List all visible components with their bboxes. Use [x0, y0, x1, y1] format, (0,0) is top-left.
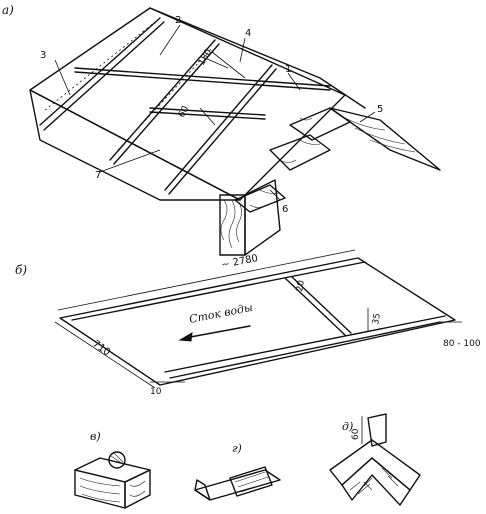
- rafters: [219, 107, 441, 256]
- dim-length-line: [57, 249, 356, 311]
- callout-3: 3: [40, 50, 46, 61]
- callout-1: 1: [285, 64, 291, 75]
- cross-rib-b: [291, 276, 352, 334]
- seam-3b: [43, 21, 165, 131]
- panel-v-label: в): [90, 430, 101, 443]
- panel-a-roof-section: 180 60 а) 3 2 4 1 5 6 7: [2, 3, 441, 256]
- ridge-clip: [367, 413, 387, 447]
- water-flow-label: Сток воды: [188, 301, 254, 326]
- fold-hatch: [234, 471, 272, 493]
- ridge-cap: [329, 439, 421, 491]
- roof-plane-left: [29, 7, 346, 201]
- callout-5: 5: [377, 104, 383, 115]
- dim-length-label: ~ 2780: [220, 253, 258, 271]
- block-front: [74, 469, 126, 509]
- panel-b-label: б): [15, 263, 27, 277]
- leader-3: [54, 59, 71, 96]
- dim-60-label: 60: [177, 104, 192, 119]
- top-fold: [71, 261, 366, 321]
- block-side: [124, 469, 151, 509]
- seam-3: [39, 17, 161, 126]
- callout-7: 7: [95, 170, 101, 181]
- clamp-roll: [108, 451, 126, 469]
- panel-b-sheet: б) Сток воды ~ 2780 710 20 35 80 - 100 1…: [15, 249, 481, 397]
- dim-180-label: 180: [197, 47, 214, 67]
- dim-60-d-label: 60: [351, 428, 361, 440]
- callout-4: 4: [245, 28, 251, 39]
- flow-arrowhead: [178, 332, 193, 342]
- dim-10-label: 10: [150, 387, 162, 397]
- flow-arrow-line: [184, 325, 251, 339]
- seam-2b: [113, 43, 220, 165]
- leader-2: [159, 24, 181, 56]
- block-grain: [79, 477, 146, 503]
- cross-seam-mid-b: [149, 111, 266, 120]
- ribbing-2: [117, 47, 213, 151]
- dim-width-label: 710: [90, 338, 112, 358]
- seam-2: [109, 39, 216, 161]
- ridge-hatch: [349, 467, 399, 495]
- ridge-line: [149, 7, 366, 109]
- seam-7b: [168, 68, 277, 195]
- bottom-fold: [164, 315, 446, 373]
- cross-seam-top-b: [74, 71, 331, 91]
- callout-6: 6: [282, 204, 288, 215]
- sheet-outline: [59, 257, 456, 386]
- roof-eave: [29, 89, 241, 201]
- ridge-body: [341, 457, 411, 506]
- leader-5: [359, 111, 376, 123]
- panel-d-ridge: д) 60: [329, 413, 421, 506]
- fold-end: [194, 479, 211, 501]
- dim-180: 180: [197, 47, 246, 79]
- cross-seam-top: [74, 67, 331, 87]
- panel-d-label: д): [342, 420, 353, 433]
- bottom-fold-b: [169, 321, 441, 379]
- callout-2: 2: [175, 15, 181, 26]
- seam-7: [164, 64, 273, 191]
- dim-20-label: 20: [295, 279, 307, 292]
- cross-seam-mid: [149, 107, 266, 116]
- leader-1: [287, 72, 301, 91]
- dim-edge-label: 80 - 100: [443, 339, 481, 349]
- leader-7: [99, 149, 161, 173]
- panel-g-label: г): [232, 442, 242, 455]
- panel-v-block: в): [74, 430, 151, 509]
- fold-lip: [229, 466, 273, 497]
- leader-6: [269, 189, 281, 201]
- clamp-shading: [110, 451, 124, 465]
- ribbing-1: [44, 21, 156, 111]
- dim-35-label: 35: [371, 313, 383, 326]
- leader-4: [239, 37, 246, 63]
- panel-a-label: а): [2, 3, 14, 17]
- cross-rib: [284, 277, 346, 336]
- panel-g-fold: г): [194, 442, 281, 501]
- dim-width-line: [54, 321, 156, 389]
